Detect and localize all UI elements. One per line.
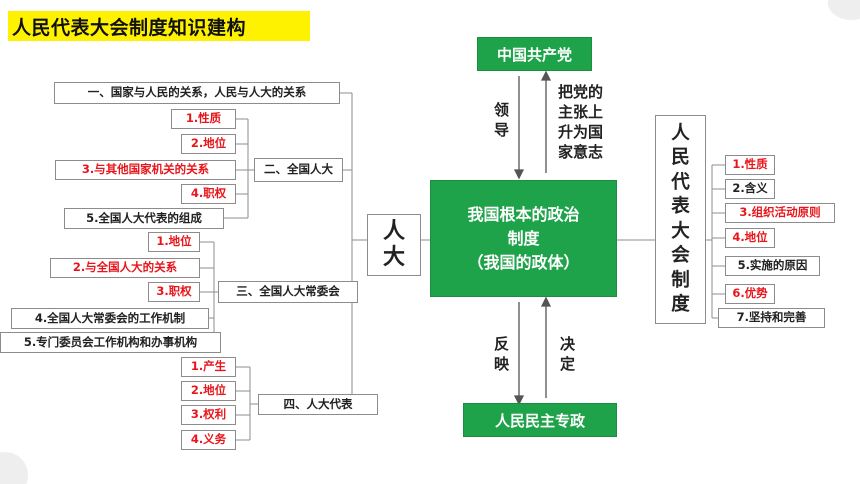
- right-item-6: 6.优势: [725, 284, 775, 304]
- page-title: 人民代表大会制度知识建构: [8, 11, 310, 41]
- center-line2: 制度: [507, 228, 540, 248]
- standing-sub-4: 4.全国人大常委会的工作机制: [11, 308, 209, 329]
- national-sub-1: 1.性质: [171, 109, 236, 129]
- right-item-4: 4.地位: [725, 228, 775, 248]
- deputies-sub-3: 3.权利: [181, 405, 236, 425]
- label-decide: 决 定: [560, 335, 576, 373]
- national-sub-3: 3.与其他国家机关的关系: [55, 160, 236, 180]
- national-sub-5: 5.全国人大代表的组成: [64, 208, 224, 229]
- renda-box: 人 大: [367, 214, 421, 276]
- center-box: 我国根本的政治 制度 （我国的政体）: [430, 180, 617, 297]
- deputies-sub-1: 1.产生: [181, 357, 236, 377]
- right-title-box: 人 民 代 表 大 会 制 度: [655, 115, 706, 324]
- deputies-sub-2: 2.地位: [181, 381, 236, 401]
- national-sub-2: 2.地位: [181, 134, 236, 154]
- center-line1: 我国根本的政治: [467, 204, 580, 224]
- label-party-will: 把党的 主张上 升为国 家意志: [558, 83, 604, 161]
- communist-party-box: 中国共产党: [477, 37, 592, 71]
- label-lead: 领 导: [494, 101, 510, 139]
- standing-sub-5: 5.专门委员会工作机构和办事机构: [0, 332, 221, 353]
- center-line3: （我国的政体）: [467, 252, 580, 272]
- right-item-3: 3.组织活动原则: [725, 203, 835, 223]
- item-1-relations: 一、国家与人民的关系，人民与人大的关系: [54, 82, 340, 104]
- standing-sub-2: 2.与全国人大的关系: [50, 258, 200, 278]
- right-item-5: 5.实施的原因: [725, 256, 820, 276]
- standing-committee-header: 三、全国人大常委会: [218, 281, 358, 303]
- peoples-democratic-dictatorship-box: 人民民主专政: [463, 403, 617, 437]
- standing-sub-3: 3.职权: [148, 282, 200, 302]
- right-item-7: 7.坚持和完善: [718, 308, 825, 328]
- deputies-sub-4: 4.义务: [181, 430, 236, 450]
- standing-sub-1: 1.地位: [148, 232, 200, 252]
- deputies-header: 四、人大代表: [258, 394, 378, 415]
- decor-circle-top: [828, 0, 860, 20]
- right-item-1: 1.性质: [725, 155, 775, 175]
- label-reflect: 反 映: [494, 335, 510, 373]
- right-item-2: 2.含义: [725, 179, 775, 199]
- national-sub-4: 4.职权: [181, 184, 236, 204]
- national-npc-header: 二、全国人大: [254, 158, 343, 182]
